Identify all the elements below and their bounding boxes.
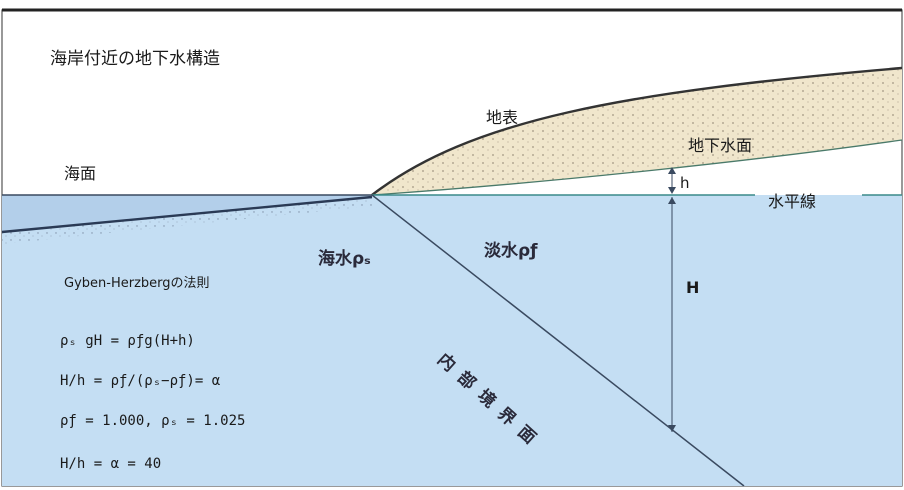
- interface-line: [371, 194, 745, 487]
- h-label: h: [680, 174, 690, 192]
- ground-surface-label: 地表: [486, 108, 519, 127]
- formula-1: ρₛ gH = ρƒg(H+h): [60, 333, 195, 349]
- h-arrow-head-bottom: [668, 187, 676, 194]
- unsaturated-zone-texture: [372, 68, 902, 195]
- horizontal-line-label: 水平線: [768, 192, 817, 211]
- H-arrow-head-top: [668, 197, 676, 204]
- figure-title: 海岸付近の地下水構造: [50, 49, 220, 69]
- seabed-line: [1, 195, 373, 234]
- seawater-label: 海水ρₛ: [318, 249, 371, 269]
- water-table-label: 地下水面: [688, 136, 753, 155]
- h-arrow-head-top: [668, 167, 676, 174]
- formula-3: ρƒ = 1.000, ρₛ = 1.025: [60, 413, 246, 429]
- water-table-line: [371, 139, 903, 196]
- seabed-layer: [2, 197, 372, 244]
- formula-4: H/h = α = 40: [60, 456, 162, 472]
- formula-2: H/h = ρƒ/(ρₛ−ρƒ)= α: [60, 373, 221, 389]
- ground-surface-line: [371, 66, 903, 196]
- freshwater-label: 淡水ρƒ: [484, 241, 538, 261]
- sea-surface-label: 海面: [64, 164, 97, 183]
- water-body: [2, 195, 902, 486]
- H-arrow-head-bottom: [668, 425, 676, 432]
- law-title: Gyben-Herzbergの法則: [64, 276, 210, 291]
- H-label: H: [686, 278, 700, 297]
